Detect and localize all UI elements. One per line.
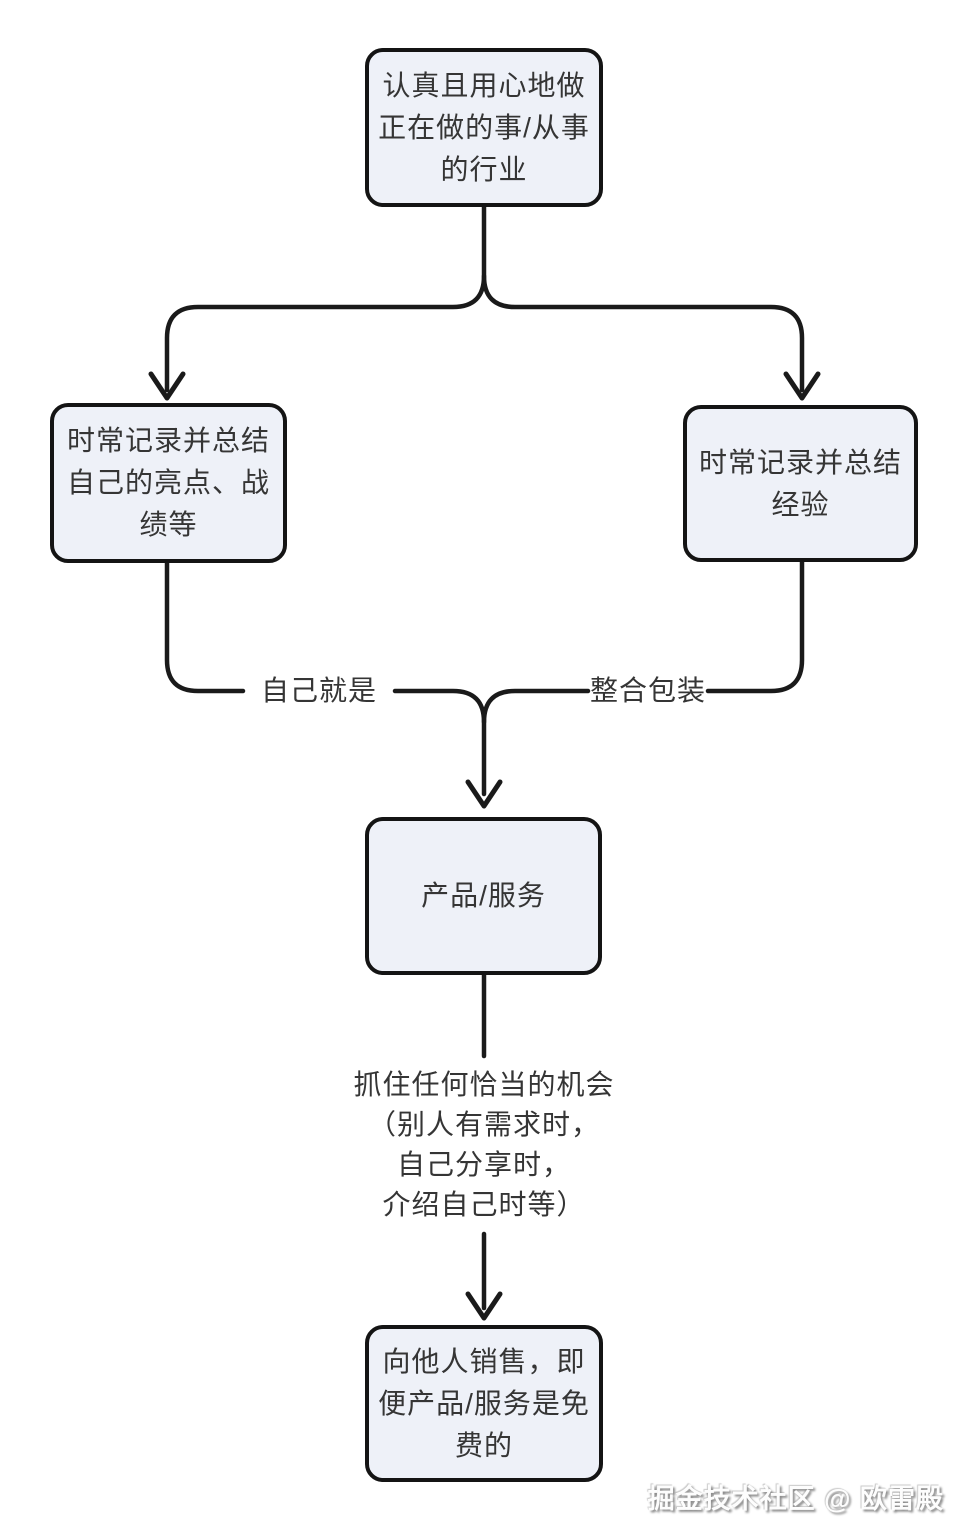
node-record-experience-label: 时常记录并总结 经验	[698, 446, 902, 520]
node-record-highlights: 时常记录并总结 自己的亮点、战 绩等	[50, 403, 287, 563]
edge-split-right	[481, 273, 805, 393]
node-product-service: 产品/服务	[365, 817, 602, 975]
node-record-highlights-label: 时常记录并总结 自己的亮点、战 绩等	[66, 425, 270, 540]
node-focus-work-label: 认真且用心地做 正在做的事/从事 的行业	[378, 69, 590, 185]
edge-label-self-is: 自己就是	[260, 675, 377, 706]
arrowhead-left-icon	[148, 371, 186, 401]
edge-highlights-to-merge-a	[164, 560, 246, 694]
edge-label-package: 整合包装	[589, 675, 706, 706]
node-product-service-label: 产品/服务	[421, 880, 546, 911]
arrowhead-right-icon	[783, 371, 821, 401]
edge-note-opportunity: 抓住任何恰当的机会 （别人有需求时， 自己分享时， 介绍自己时等）	[353, 1069, 615, 1220]
edge-experience-to-merge-b	[481, 688, 591, 725]
node-sell-to-others-label: 向他人销售，即 便产品/服务是免 费的	[378, 1345, 590, 1461]
node-focus-work: 认真且用心地做 正在做的事/从事 的行业	[365, 48, 603, 207]
node-record-experience: 时常记录并总结 经验	[683, 405, 918, 562]
edge-experience-to-merge-a	[705, 559, 805, 694]
arrowhead-merge-icon	[465, 779, 503, 809]
edge-highlights-to-merge-b	[392, 688, 487, 797]
edge-split-left	[164, 204, 487, 393]
watermark: 掘金技术社区 @ 欧雷殿	[647, 1484, 944, 1514]
arrowhead-bottom-icon	[465, 1291, 503, 1321]
node-sell-to-others: 向他人销售，即 便产品/服务是免 费的	[365, 1325, 603, 1482]
